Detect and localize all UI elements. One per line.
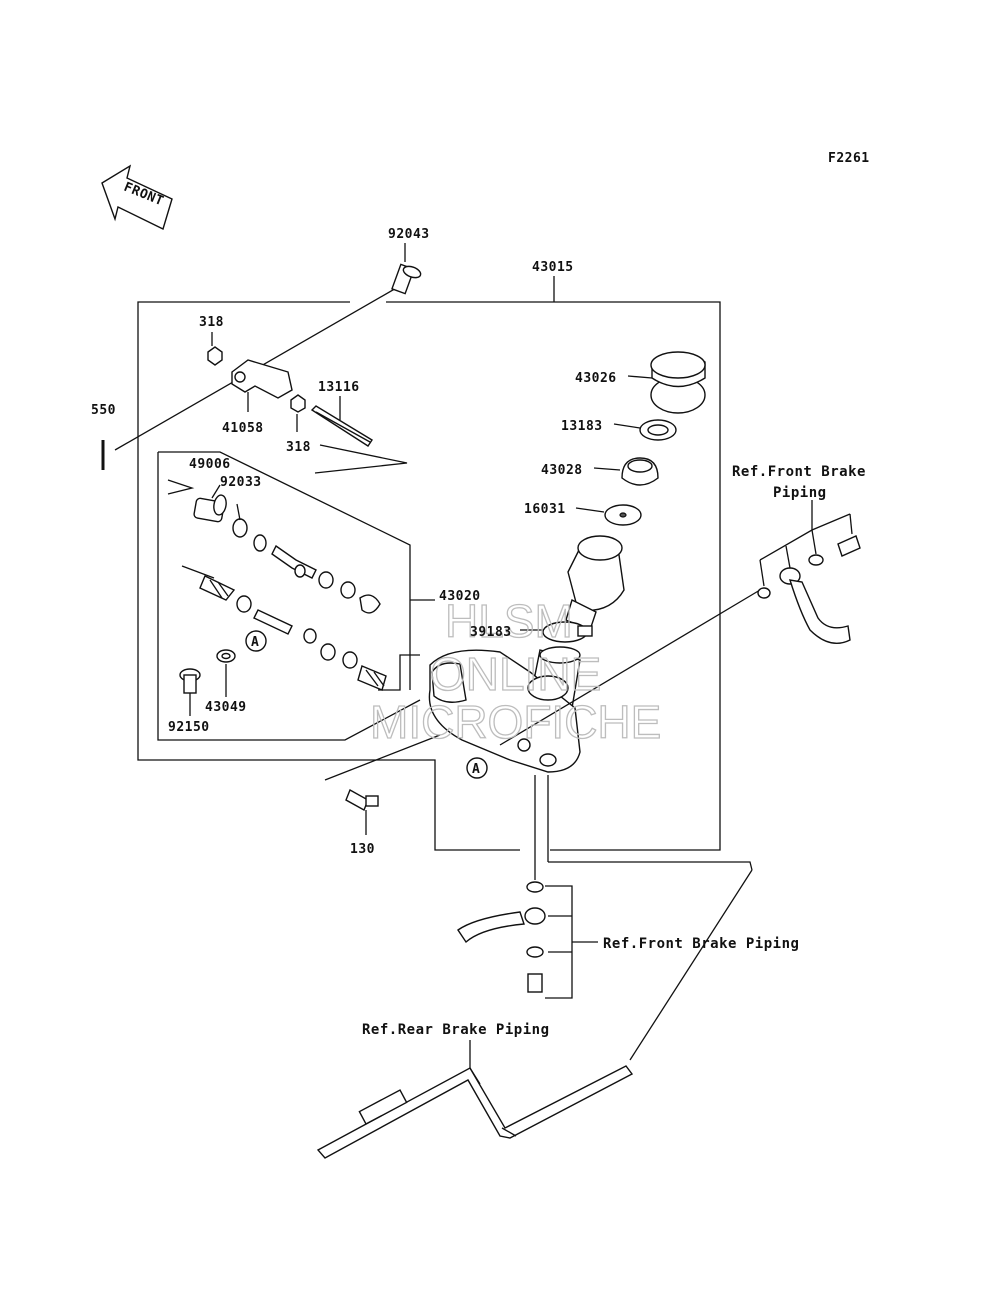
ref-rear-brake: Ref.Rear Brake Piping	[362, 1022, 550, 1038]
callout-550: 550	[91, 403, 116, 418]
reservoir-tank	[565, 535, 625, 631]
bracket-41058	[231, 359, 293, 412]
marker-a-left: A	[245, 630, 267, 652]
watermark: HLSM ONLINE MICROFICHE	[369, 594, 662, 748]
callout-43049: 43049	[205, 700, 247, 715]
watermark-line2: ONLINE	[430, 648, 601, 700]
callout-13116: 13116	[318, 380, 360, 395]
piston-kit-43020	[167, 479, 387, 691]
plate-13183	[613, 419, 677, 441]
plate-16031	[575, 504, 642, 526]
callout-43015: 43015	[532, 260, 574, 275]
front-arrow-icon: FRONT	[101, 164, 173, 230]
bolt-92150	[179, 668, 201, 716]
diaphragm-43028	[593, 457, 659, 486]
front-brake-piping-top	[499, 500, 861, 746]
callout-130: 130	[350, 842, 375, 857]
cap-43026	[627, 351, 706, 414]
marker-a-left-label: A	[251, 635, 259, 650]
marker-a-body: A	[466, 757, 488, 779]
watermark-line1: HLSM	[445, 595, 573, 647]
callout-92150: 92150	[168, 720, 210, 735]
master-cylinder-body	[428, 649, 581, 773]
watermark-line3: MICROFICHE	[370, 696, 661, 748]
marker-a-body-label: A	[472, 762, 480, 777]
callout-43028: 43028	[541, 463, 583, 478]
assembly-bracket-43015	[137, 276, 721, 851]
callout-318-lower: 318	[286, 440, 311, 455]
callout-49006: 49006	[189, 457, 231, 472]
assembly-outline-43020	[157, 451, 435, 741]
callout-39183: 39183	[470, 625, 512, 640]
ref-front-brake-top-line1: Ref.Front Brake	[732, 464, 866, 480]
ref-front-brake-top-line2: Piping	[773, 485, 827, 501]
callout-92033: 92033	[220, 475, 262, 490]
clamp-39183	[520, 621, 593, 643]
rear-brake-piping	[316, 869, 753, 1159]
callout-16031: 16031	[524, 502, 566, 517]
callout-13183: 13183	[561, 419, 603, 434]
bolt-130	[324, 734, 441, 835]
push-rod-13116	[310, 396, 408, 474]
figure-code: F2261	[828, 151, 870, 166]
front-brake-piping-bottom	[457, 775, 753, 999]
callout-92043: 92043	[388, 227, 430, 242]
callout-318-top: 318	[199, 315, 224, 330]
washer-43049	[216, 649, 236, 697]
callout-43026: 43026	[575, 371, 617, 386]
callout-43020: 43020	[439, 589, 481, 604]
nut-318-lower	[290, 394, 306, 432]
pin-92043	[114, 243, 422, 451]
nut-318-top	[207, 332, 223, 366]
ref-front-brake-mid: Ref.Front Brake Piping	[603, 936, 799, 952]
callout-41058: 41058	[222, 421, 264, 436]
